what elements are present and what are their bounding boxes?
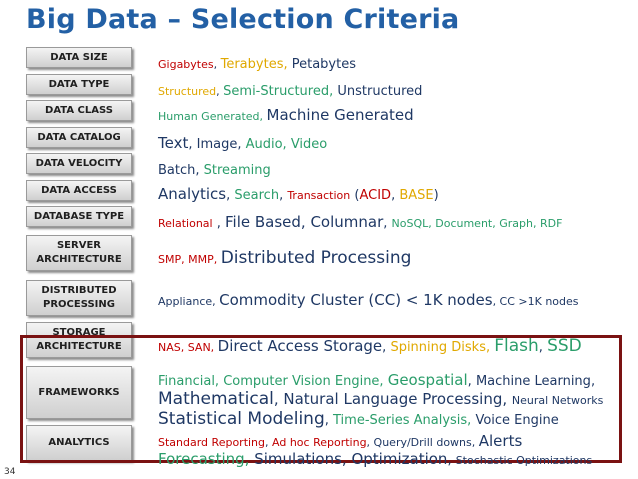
label-data-catalog: DATA CATALOG	[26, 127, 132, 148]
label-data-velocity: DATA VELOCITY	[26, 153, 132, 174]
row-analytics-1: Standard Reporting, Ad hoc Reporting, Qu…	[158, 432, 523, 450]
row-storage-architecture: NAS, SAN, Direct Access Storage, Spinnin…	[158, 336, 582, 356]
label-data-class: DATA CLASS	[26, 100, 132, 121]
page-number: 34	[4, 467, 16, 477]
row-data-access: Analytics, Search, Transaction (ACID, BA…	[158, 185, 439, 203]
row-frameworks-2: Mathematical, Natural Language Processin…	[158, 389, 604, 409]
row-database-type: Relational , File Based, Columnar, NoSQL…	[158, 213, 563, 231]
row-frameworks-3: Statistical Modeling, Time-Series Analys…	[158, 409, 559, 429]
row-data-type: Structured, Semi-Structured, Unstructure…	[158, 84, 423, 99]
row-data-catalog: Text, Image, Audio, Video	[158, 134, 328, 152]
label-frameworks: FRAMEWORKS	[26, 366, 132, 419]
row-analytics-2: Forecasting, Simulations, Optimization, …	[158, 450, 593, 468]
page-title: Big Data – Selection Criteria	[26, 4, 460, 35]
row-data-class: Human Generated, Machine Generated	[158, 106, 414, 124]
row-frameworks-1: Financial, Computer Vision Engine, Geosp…	[158, 371, 596, 389]
label-data-access: DATA ACCESS	[26, 180, 132, 201]
label-data-type: DATA TYPE	[26, 74, 132, 95]
row-data-size: Gigabytes, Terabytes, Petabytes	[158, 57, 356, 72]
row-server-architecture: SMP, MMP, Distributed Processing	[158, 248, 412, 268]
row-data-velocity: Batch, Streaming	[158, 163, 271, 178]
label-data-size: DATA SIZE	[26, 47, 132, 68]
label-distributed-processing: DISTRIBUTED PROCESSING	[26, 280, 132, 316]
label-storage-architecture: STORAGE ARCHITECTURE	[26, 322, 132, 358]
label-database-type: DATABASE TYPE	[26, 206, 132, 227]
frameworks-analytics-frame	[20, 335, 622, 463]
label-server-architecture: SERVER ARCHITECTURE	[26, 235, 132, 271]
row-distributed-processing: Appliance, Commodity Cluster (CC) < 1K n…	[158, 291, 579, 309]
